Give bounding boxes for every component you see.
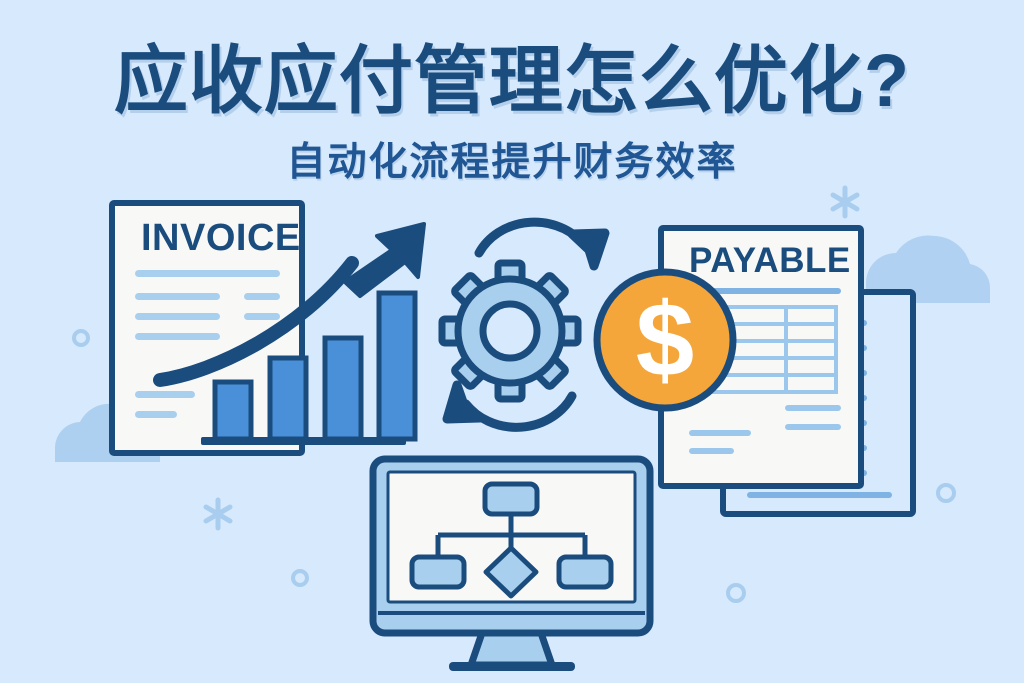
- flowchart-node-decision: [483, 545, 539, 599]
- circle-decoration-1: [72, 329, 90, 347]
- bar-1: [212, 379, 254, 442]
- invoice-document: [109, 200, 305, 456]
- dollar-sign-glyph: $: [636, 282, 694, 399]
- bar-chart: [201, 290, 418, 445]
- flowchart-node-top: [482, 481, 540, 517]
- gear-icon: [438, 259, 582, 403]
- flowchart-node-left: [409, 554, 467, 590]
- bar-4: [376, 290, 418, 442]
- cycle-arrow-top-head: [567, 228, 610, 271]
- monitor-base: [449, 662, 575, 671]
- dollar-coin-icon: $: [593, 268, 737, 412]
- monitor-icon: [369, 455, 654, 671]
- bar-2: [267, 355, 309, 442]
- circle-decoration-3: [726, 583, 746, 603]
- asterisk-decoration-left: [203, 497, 233, 531]
- cycle-arrow-bottom-head: [442, 380, 485, 424]
- flowchart-diagram: [409, 481, 614, 599]
- asterisk-decoration-right: [830, 185, 860, 219]
- invoice-text-lines: [135, 270, 280, 418]
- cloud-right-decoration: [866, 235, 991, 303]
- flowchart-node-right: [556, 554, 614, 590]
- refresh-cycle-icon: [442, 217, 610, 432]
- bar-3: [322, 335, 364, 442]
- rising-arrow-icon: [153, 222, 426, 387]
- monitor-stand: [467, 629, 556, 669]
- circle-decoration-4: [936, 483, 956, 503]
- circle-decoration-2: [291, 569, 309, 587]
